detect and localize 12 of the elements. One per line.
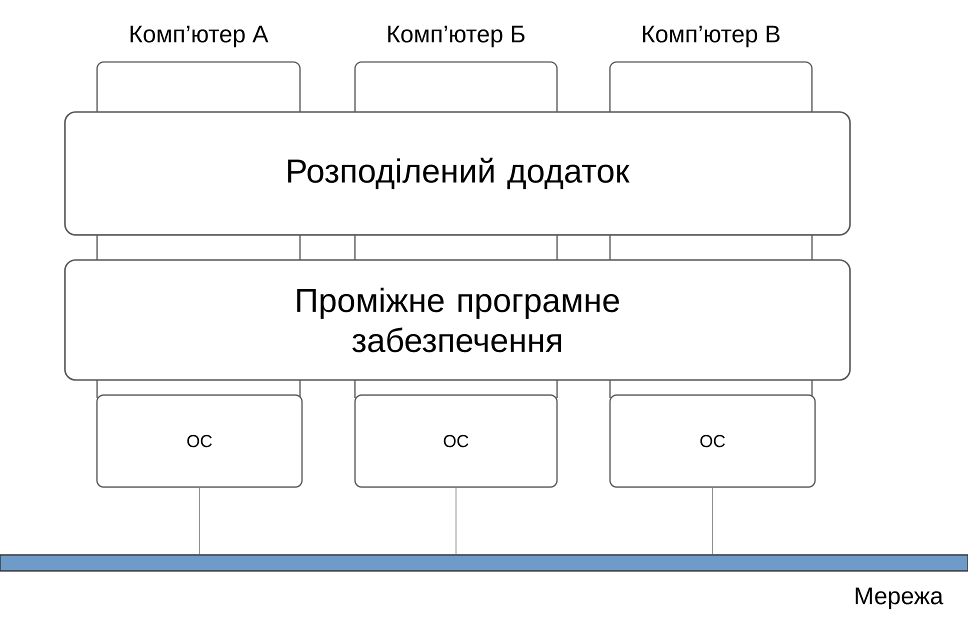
os-box: ОС <box>96 394 303 488</box>
layer-band: Розподілений додаток <box>64 111 851 236</box>
node-label: Комп’ютер Б <box>388 26 525 48</box>
layer-band: Проміжне програмне забезпечення <box>64 259 851 381</box>
node-label: Комп’ютер В <box>643 26 780 48</box>
node-label: Комп’ютер А <box>130 26 268 48</box>
os-box: ОС <box>354 394 558 488</box>
connector-line <box>712 487 713 555</box>
node-label: Мережа <box>856 588 944 610</box>
connector-line <box>199 487 200 555</box>
network-bar: Мережа <box>0 554 968 610</box>
os-box: ОС <box>609 394 816 488</box>
